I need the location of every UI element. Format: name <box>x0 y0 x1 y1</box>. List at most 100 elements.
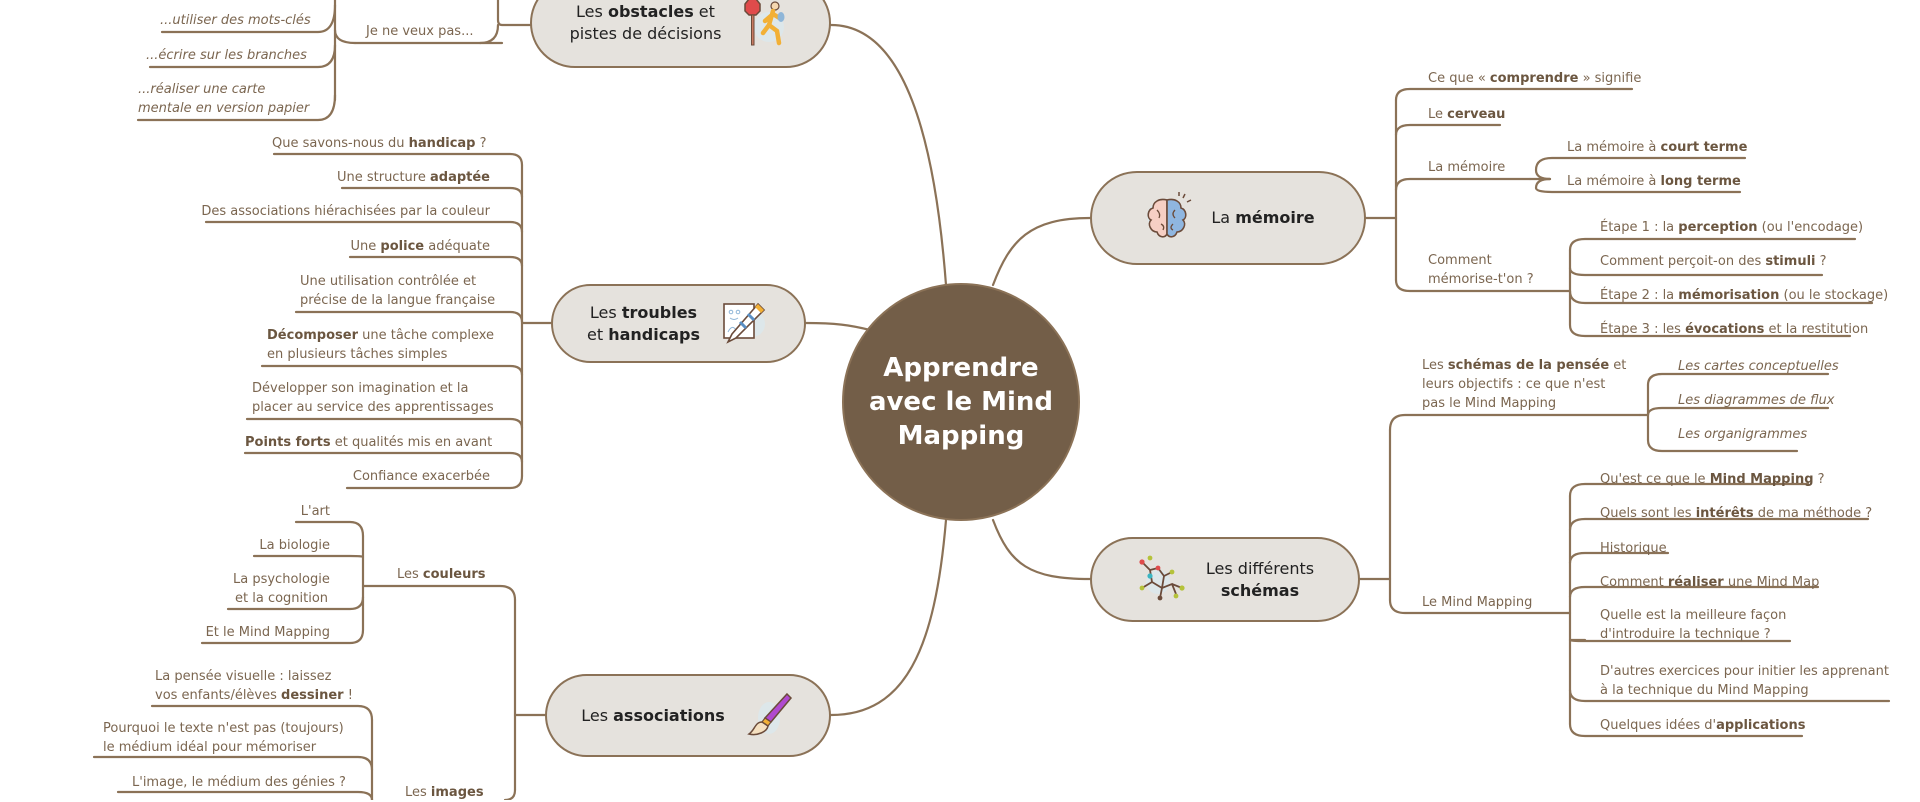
text: et <box>1609 358 1627 373</box>
node-obstacles[interactable]: Les obstacles et pistes de décisions <box>530 0 831 68</box>
central-topic[interactable]: Apprendre avec le Mind Mapping <box>842 283 1080 521</box>
node-memoire-label: La mémoire <box>1211 207 1314 229</box>
sub-images[interactable]: Les images <box>405 783 484 802</box>
leaf-motscles[interactable]: ...utiliser des mots-clés <box>160 13 311 28</box>
leaf-texte-medium[interactable]: Pourquoi le texte n'est pas (toujours) l… <box>103 719 344 757</box>
text: Pourquoi le texte n'est pas (toujours) <box>103 721 344 736</box>
text-bold: couleurs <box>422 567 486 582</box>
leaf-diagrammes-flux[interactable]: Les diagrammes de flux <box>1678 393 1835 408</box>
text: et la restitution <box>1764 322 1869 337</box>
sub-la-memoire[interactable]: La mémoire <box>1428 160 1506 175</box>
sub-schemas-pensee[interactable]: Les schémas de la pensée et leurs object… <box>1422 356 1626 413</box>
leaf-quest-ce[interactable]: Qu'est ce que le Mind Mapping ? <box>1600 470 1825 489</box>
node-troubles-label: Les troubles et handicaps <box>587 302 700 346</box>
text-bold: comprendre <box>1489 71 1579 86</box>
node-memoire[interactable]: La mémoire <box>1090 171 1366 265</box>
text: Les <box>397 567 423 582</box>
paintbrush-icon <box>743 690 795 742</box>
leaf-psychologie[interactable]: La psychologie et la cognition <box>233 570 330 608</box>
text: Comment <box>1428 253 1492 268</box>
text: (ou le stockage) <box>1779 288 1889 303</box>
branch-leaf-papier <box>136 93 337 122</box>
leaf-confiance[interactable]: Confiance exacerbée <box>352 469 490 484</box>
text-bold: court terme <box>1660 140 1748 155</box>
text: D'autres exercices pour initier les appr… <box>1600 664 1889 679</box>
central-line-2: avec le Mind <box>868 387 1054 417</box>
leaf-long-terme[interactable]: La mémoire à long terme <box>1567 172 1741 191</box>
node-troubles[interactable]: Les troubles et handicaps <box>551 284 806 363</box>
leaf-imagination[interactable]: Développer son imagination et la placer … <box>252 379 494 417</box>
leaf-points-forts[interactable]: Points forts et qualités mis en avant <box>245 433 492 452</box>
leaf-introduire[interactable]: Quelle est la meilleure façon d'introdui… <box>1600 606 1786 644</box>
text: La pensée visuelle : laissez <box>155 669 332 684</box>
text: en plusieurs tâches simples <box>267 347 448 362</box>
text-bold: stimuli <box>1765 254 1816 269</box>
leaf-etape2[interactable]: Étape 2 : la mémorisation (ou le stockag… <box>1600 286 1888 305</box>
node-schemas[interactable]: Les différents schémas <box>1090 537 1360 622</box>
text: (ou l'encodage) <box>1757 220 1864 235</box>
text-bold: perception <box>1678 220 1758 235</box>
leaf-image-genies[interactable]: L'image, le médium des génies ? <box>132 775 346 790</box>
text: à la technique du Mind Mapping <box>1600 683 1809 698</box>
text-bold: associations <box>613 705 725 725</box>
leaf-decomposer[interactable]: Décomposer une tâche complexe en plusieu… <box>267 326 494 364</box>
text: et la cognition <box>235 591 329 606</box>
leaf-art[interactable]: L'art <box>300 504 330 519</box>
leaf-interets[interactable]: Quels sont les intérêts de ma méthode ? <box>1600 504 1872 523</box>
leaf-papier[interactable]: ...réaliser une carte mentale en version… <box>138 80 309 118</box>
leaf-exercices[interactable]: D'autres exercices pour initier les appr… <box>1600 662 1889 700</box>
leaf-historique[interactable]: Historique <box>1600 541 1667 556</box>
leaf-biologie[interactable]: La biologie <box>259 538 330 553</box>
text: vos enfants/élèves <box>155 688 282 703</box>
text: Comment perçoit-on des <box>1600 254 1766 269</box>
branch-center-troubles <box>804 321 872 332</box>
text: et <box>587 324 609 344</box>
leaf-ecrire[interactable]: ...écrire sur les branches <box>146 48 307 63</box>
leaf-cerveau[interactable]: Le cerveau <box>1428 105 1505 124</box>
text-bold: schémas <box>1220 580 1300 600</box>
leaf-etape3[interactable]: Étape 3 : les évocations et la restituti… <box>1600 320 1868 339</box>
node-associations[interactable]: Les associations <box>545 674 831 757</box>
text-bold: intérêts <box>1695 506 1754 521</box>
sub-le-mind-mapping[interactable]: Le Mind Mapping <box>1422 595 1533 610</box>
text-bold: obstacles <box>607 2 694 21</box>
text-bold: long terme <box>1660 174 1741 189</box>
leaf-etape1[interactable]: Étape 1 : la perception (ou l'encodage) <box>1600 218 1863 237</box>
leaf-associations-couleur[interactable]: Des associations hiérachisées par la cou… <box>201 204 490 219</box>
text: Étape 2 : la <box>1600 288 1679 303</box>
text: Les <box>405 785 431 800</box>
leaf-langue[interactable]: Une utilisation contrôlée et précise de … <box>300 272 495 310</box>
leaf-realiser[interactable]: Comment réaliser une Mind Map <box>1600 573 1819 592</box>
leaf-handicap[interactable]: Que savons-nous du handicap ? <box>272 134 487 153</box>
text: Comment <box>1600 575 1668 590</box>
leaf-applications[interactable]: Quelques idées d'applications <box>1600 716 1805 735</box>
stop-sign-walker-icon <box>739 0 791 49</box>
sub-comment-memorise[interactable]: Comment mémorise-t'on ? <box>1428 251 1534 289</box>
branch-leaf-ecrire <box>148 43 337 69</box>
leaf-mindmapping-couleurs[interactable]: Et le Mind Mapping <box>205 625 330 640</box>
leaf-organigrammes[interactable]: Les organigrammes <box>1678 427 1808 442</box>
text: La mémoire à <box>1567 140 1661 155</box>
sub-jeneveux[interactable]: Je ne veux pas... <box>366 24 474 39</box>
leaf-structure[interactable]: Une structure adaptée <box>330 168 490 187</box>
leaf-police[interactable]: Une police adéquate <box>340 237 490 256</box>
sub-couleurs[interactable]: Les couleurs <box>397 565 486 584</box>
text: Les <box>581 705 614 725</box>
text: ! <box>343 688 353 703</box>
leaf-cartes-conceptuelles[interactable]: Les cartes conceptuelles <box>1678 359 1839 374</box>
leaf-court-terme[interactable]: La mémoire à court terme <box>1567 138 1747 157</box>
text-bold: mémoire <box>1235 208 1315 227</box>
leaf-stimuli[interactable]: Comment perçoit-on des stimuli ? <box>1600 252 1827 271</box>
central-line-1: Apprendre <box>883 353 1039 383</box>
text: Une utilisation contrôlée et <box>300 274 477 289</box>
leaf-comprendre[interactable]: Ce que « comprendre » signifie <box>1428 69 1641 88</box>
text-bold: évocations <box>1685 322 1765 337</box>
leaf-pensee-visuelle[interactable]: La pensée visuelle : laissez vos enfants… <box>155 667 353 705</box>
text: Étape 3 : les <box>1600 322 1686 337</box>
text-bold: schémas de la pensée <box>1447 358 1610 373</box>
text: leurs objectifs : ce que n'est <box>1422 377 1606 392</box>
branch-center-associations <box>829 518 948 717</box>
node-schemas-label: Les différents schémas <box>1206 558 1314 602</box>
text: et <box>693 2 715 21</box>
